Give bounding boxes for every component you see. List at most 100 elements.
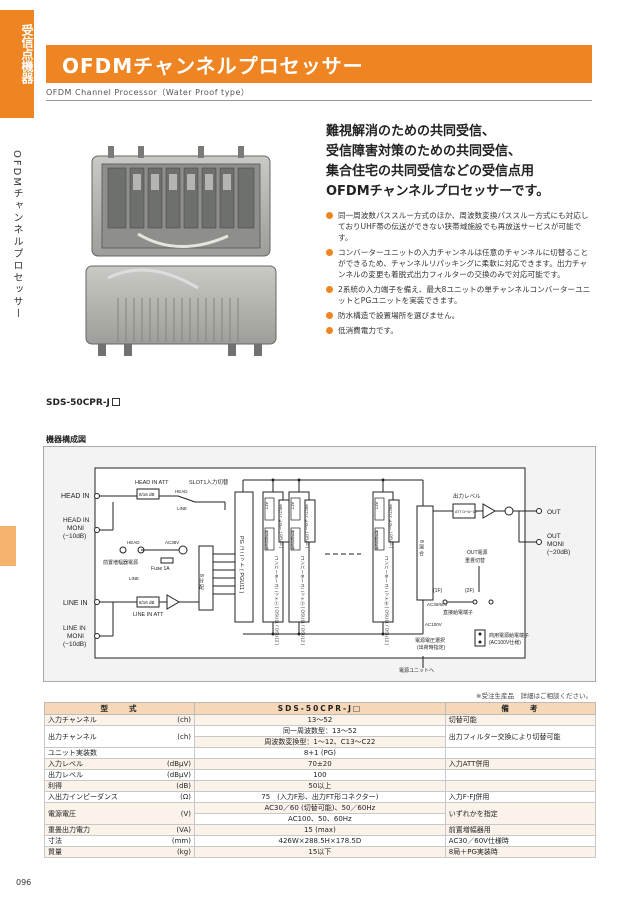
table-row: 入出力インピーダンス (Ω) 75 (入力F形、出力FT形コネクター) 入力F-…: [44, 791, 597, 803]
spec-item: 質量: [44, 846, 165, 858]
spec-note: [444, 747, 597, 759]
spec-note: [444, 780, 597, 792]
headline: 難視解消のための共同受信、 受信障害対策のための共同受信、 集合住宅の共同受信な…: [326, 122, 596, 202]
converter-unit-1: コンバーターユニット① ( OSU11 / OSU12 ): [274, 556, 280, 646]
out-power-switch-label: 重畳切替: [465, 557, 485, 564]
att-block-8: ATT: [375, 502, 380, 510]
preamp-power-label: 前置増幅器電源: [103, 559, 138, 566]
table-row: 重畳出力電力 (VA) 15 (max) 前置増幅器用: [44, 824, 597, 836]
spec-note: AC30／60V仕様時: [444, 835, 597, 847]
feature-text: 同一周波数パススルー方式のほか、周波数変換パススルー方式にも対応しておりUHF帯…: [338, 211, 589, 242]
table-row: 質量 (kg) 15以下 8局＋PG実装時: [44, 846, 597, 858]
feature-item: 同一周波数パススルー方式のほか、周波数変換パススルー方式にも対応しておりUHF帯…: [326, 210, 594, 243]
feature-item: 低消費電力です。: [326, 325, 594, 336]
spec-item: 寸法: [44, 835, 165, 847]
head-att-value: 8/16 dB: [139, 492, 155, 497]
headline-line: OFDMチャンネルプロセッサーです。: [326, 184, 550, 199]
line-att-value: 8/16 dB: [139, 600, 155, 605]
page-subtitle: OFDM Channel Processor（Water Proof type）: [46, 88, 250, 97]
table-row: 電源電圧 (V) AC30／60 (切替可能)、50／60Hz いずれかを指定: [44, 802, 597, 825]
switch-line-label: LINE: [177, 506, 187, 511]
spec-item: 出力レベル: [44, 769, 165, 781]
spec-item: 電源電圧: [44, 802, 165, 825]
supply-terminal-label: 商用電源給電端子: [489, 632, 529, 639]
header-item: 型 式: [44, 702, 195, 715]
freq-conv-1: 周波数変換: [265, 529, 270, 551]
out-moni-label: MONI: [547, 541, 564, 548]
spec-value: 15以下: [193, 846, 446, 858]
output-filter-1: 出力フィルター ( OFU11 ): [278, 503, 283, 549]
block-diagram: HEAD IN HEAD IN MONI (−10dB) LINE IN LIN…: [43, 446, 596, 682]
spec-item: 入力レベル: [44, 758, 165, 770]
spec-unit: (V): [164, 802, 195, 825]
output-att-label: ATT 0/−5/−10: [455, 510, 477, 514]
section-tab: 受信点機器: [0, 10, 34, 118]
feature-item: コンバーターユニットの入力チャンネルは任意のチャンネルに切替ることができるため、…: [326, 247, 594, 280]
table-row: 出力チャンネル (ch) 同一周波数型：13～52 出力フィルター交換により切替…: [44, 725, 597, 748]
supply-terminal-label: (AC100V仕様): [489, 639, 521, 646]
out-moni-label: (−20dB): [547, 549, 570, 556]
feature-item: 防水構造で設置場所を選びません。: [326, 310, 594, 321]
freq-conv-2: 周波数変換: [291, 529, 296, 551]
spec-unit: (ch): [164, 725, 195, 748]
spec-value: AC100、50、60Hz: [193, 813, 446, 825]
power-select-label: (出荷時指定): [417, 644, 446, 651]
line-in-moni-label: LINE IN: [63, 625, 86, 632]
model-suffix-box: [111, 398, 120, 406]
headline-line: 受信障害対策のための共同受信、: [326, 144, 522, 159]
table-header-row: 型 式 SDS-50CPR-J□ 備 考: [44, 702, 597, 715]
diagram-heading: 機器構成図: [46, 435, 86, 444]
head-in-moni-label: (−10dB): [63, 533, 86, 540]
spec-value: 同一周波数型：13～52: [193, 725, 446, 737]
spec-note: 前置増幅器用: [444, 824, 597, 836]
spec-value: 15 (max): [193, 824, 446, 836]
out-label: OUT: [547, 509, 561, 516]
output-level-label: 出力レベル: [453, 492, 481, 500]
spec-value: 100: [193, 769, 446, 781]
position-1f: (1F): [433, 588, 443, 594]
bullet-dot-icon: [326, 249, 333, 256]
table-row: 寸法 (mm) 426W×288.5H×178.5D AC30／60V仕様時: [44, 835, 597, 847]
pg-unit-label: PG ユニット ( PGU11 ): [238, 536, 245, 594]
product-photo: [85, 146, 277, 356]
bullet-dot-icon: [326, 286, 333, 293]
converter-unit-8: コンバーターユニット⑧ ( OSU11 / OSU12 ): [384, 556, 390, 646]
spec-item: 入出力インピーダンス: [44, 791, 165, 803]
fuse-label: Fuse 1A: [151, 566, 170, 572]
direct-terminal-label: 直接給電端子: [443, 609, 473, 616]
spec-table: 型 式 SDS-50CPR-J□ 備 考 入力チャンネル (ch) 13～52 …: [44, 702, 597, 858]
out-power-switch-label: OUT電源: [467, 549, 488, 556]
spec-note: 出力フィルター交換により切替可能: [444, 725, 597, 748]
feature-text: 低消費電力です。: [338, 326, 398, 335]
line-in-moni-label: MONI: [67, 633, 84, 640]
vertical-product-label: OFDMチャンネルプロセッサー: [11, 150, 22, 320]
order-note: ※受注生産品 詳細はご相談ください。: [476, 692, 592, 700]
spec-unit: (mm): [164, 835, 195, 847]
switch-head-label-2: HEAD: [127, 540, 140, 545]
feature-text: 防水構造で設置場所を選びません。: [338, 311, 460, 320]
spec-value: 13～52: [193, 714, 446, 726]
switch-line-label-2: LINE: [129, 576, 139, 581]
feature-list: 同一周波数パススルー方式のほか、周波数変換パススルー方式にも対応しておりUHF帯…: [326, 210, 594, 340]
spec-value: 50以上: [193, 780, 446, 792]
spec-item: 出力チャンネル: [44, 725, 165, 748]
spec-value: 8+1 (PG): [193, 747, 446, 759]
feature-item: 2系統の入力端子を備え、最大8ユニットの単チャンネルコンバーターユニットとPGユ…: [326, 284, 594, 306]
spec-unit: (dBμV): [164, 758, 195, 770]
out-moni-label: OUT: [547, 533, 561, 540]
headline-line: 難視解消のための共同受信、: [326, 124, 496, 139]
spec-unit: (Ω): [164, 791, 195, 803]
power-select-label: 電源電圧選択: [415, 637, 445, 644]
ac30-60v-label: AC30/60V: [427, 602, 448, 607]
spec-value: 75 (入力F形、出力FT形コネクター): [193, 791, 446, 803]
spec-item: 入力チャンネル: [44, 714, 165, 726]
att-block-1: ATT: [265, 502, 270, 510]
section-tab-label: 受信点機器: [20, 24, 34, 84]
head-in-label: HEAD IN: [61, 493, 89, 500]
spec-note: [444, 769, 597, 781]
spec-value: 426W×288.5H×178.5D: [193, 835, 446, 847]
spec-unit: (kg): [164, 846, 195, 858]
spec-value: 70±20: [193, 758, 446, 770]
ac100v-label: AC100V: [425, 622, 442, 627]
line-in-moni-label: (−10dB): [63, 641, 86, 648]
